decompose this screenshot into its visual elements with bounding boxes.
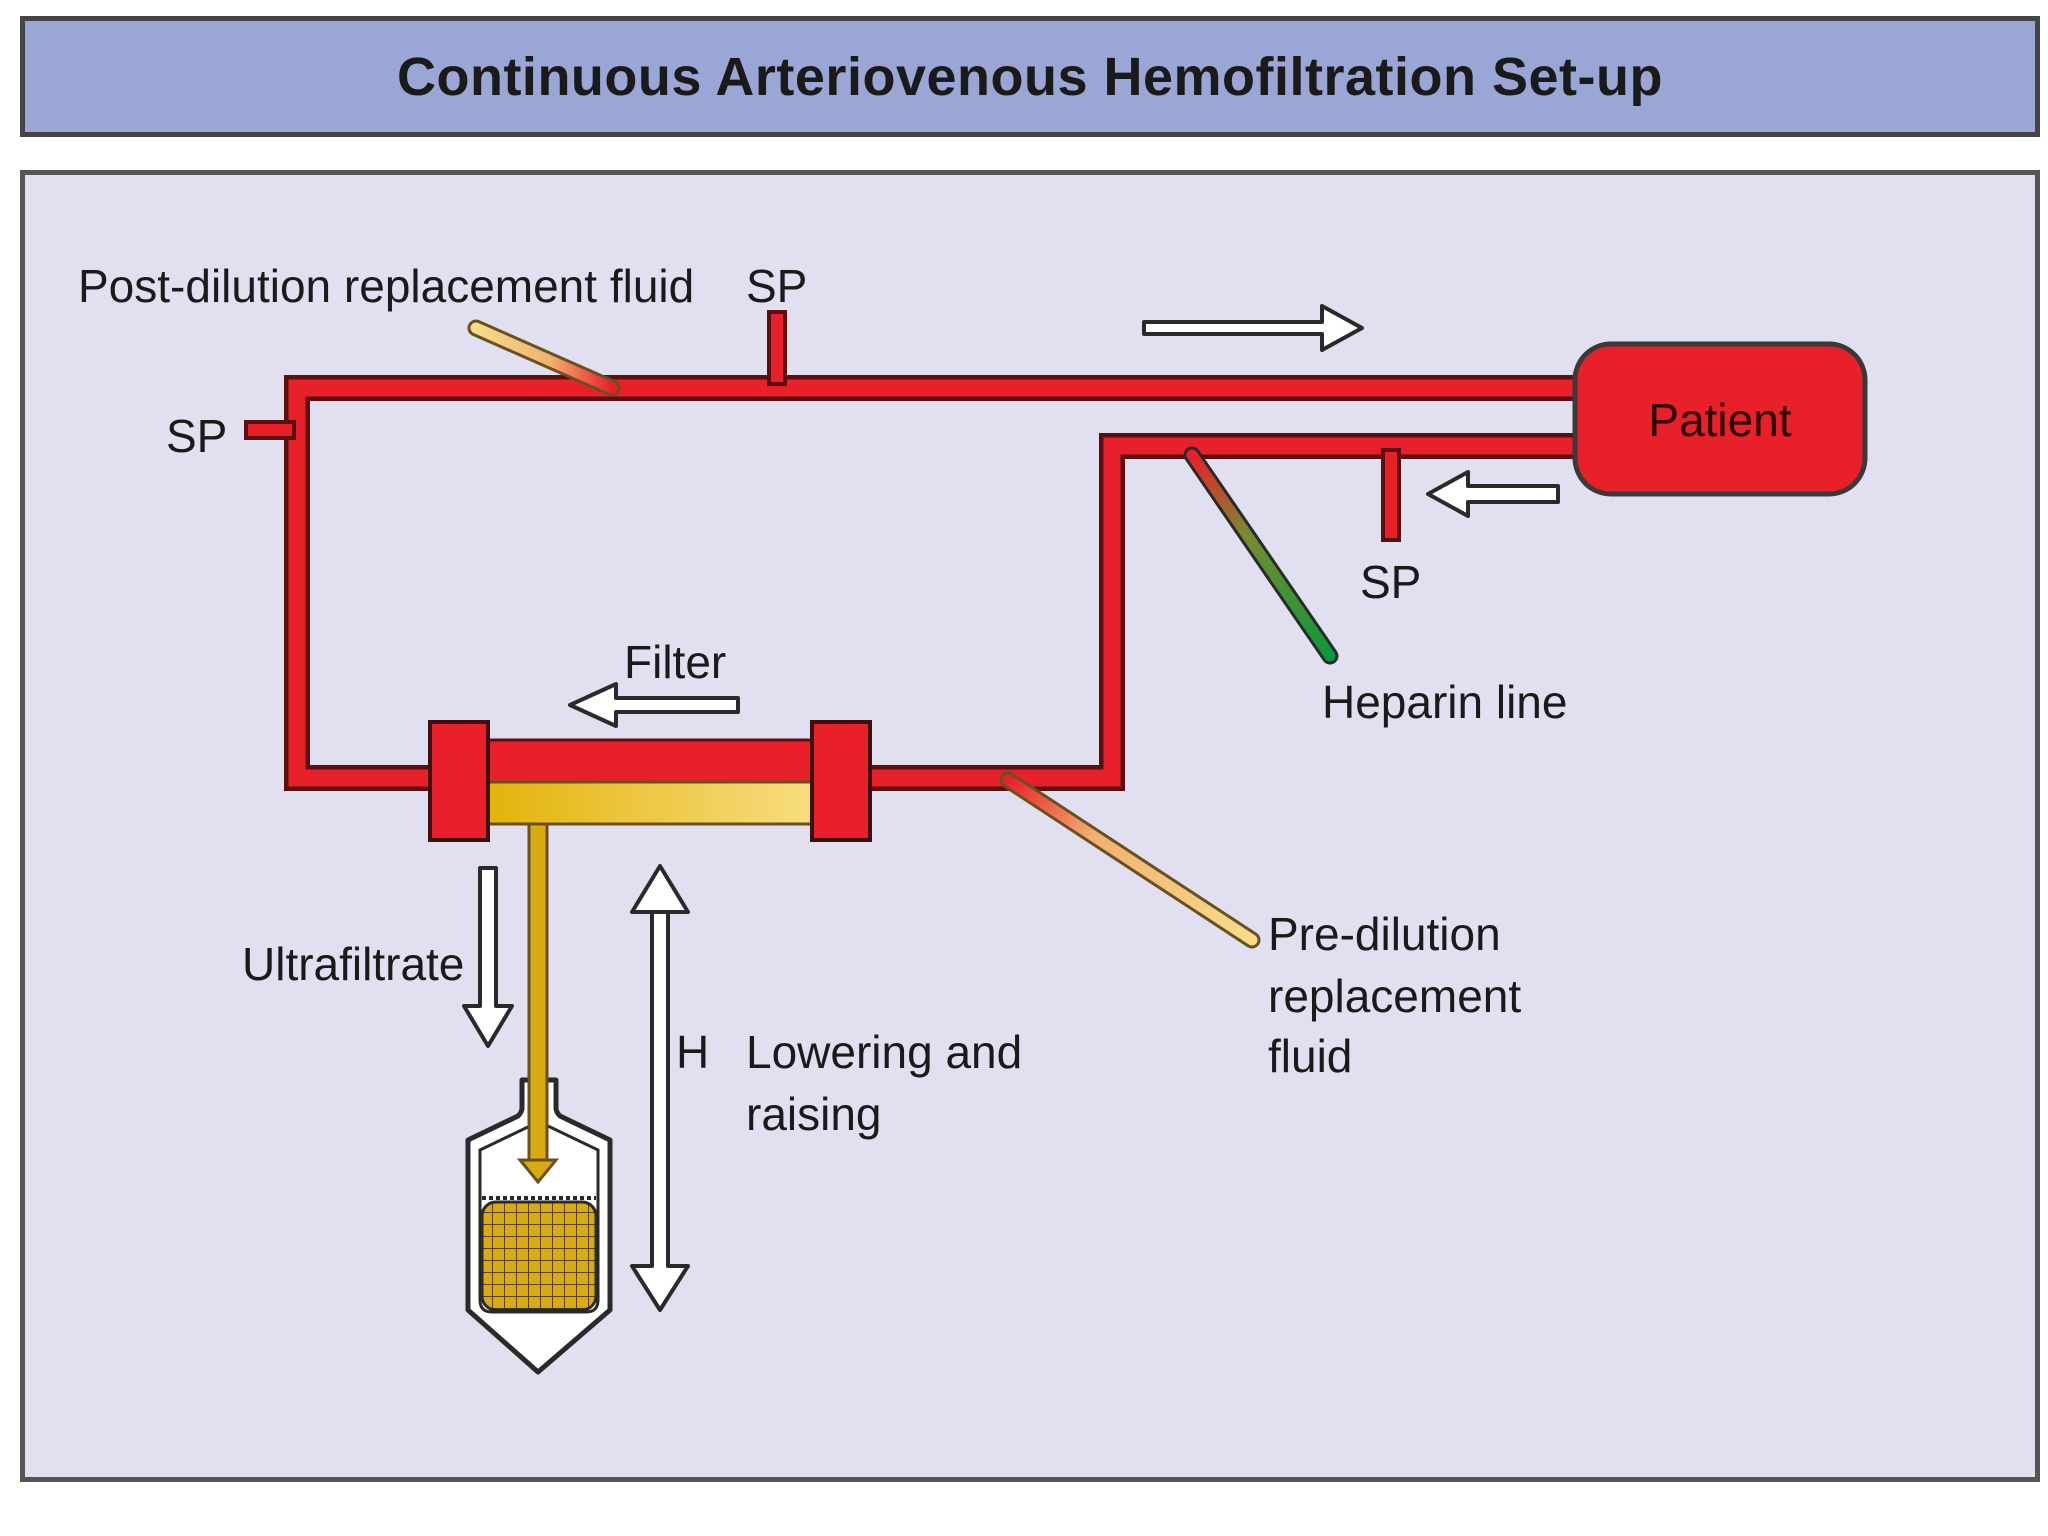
lowering-label-line2: raising [746, 1088, 882, 1140]
sp-top-label: SP [746, 260, 807, 312]
tube-return-line [288, 379, 1575, 787]
sp-stub-right [1381, 448, 1401, 542]
arrow-updown-icon-height [630, 864, 690, 1312]
patient-label: Patient [1648, 394, 1791, 446]
filter-label: Filter [624, 636, 726, 688]
sp-stub-left [244, 420, 296, 440]
ultrafiltrate-line-tip [516, 1158, 560, 1185]
heparin-line [1186, 449, 1336, 662]
post-dilution-line [470, 322, 618, 394]
tubing [288, 379, 1575, 787]
ultrafiltrate-collected [480, 1200, 598, 1312]
diagram-title: Continuous Arteriovenous Hemofiltration … [396, 46, 1663, 107]
h-label: H [676, 1026, 709, 1078]
filter-right-cap [810, 720, 872, 842]
sp-left-label: SP [166, 410, 227, 462]
arrow-left-icon-patient [1426, 470, 1560, 518]
collection-bag-inner [478, 1124, 600, 1314]
filter [428, 720, 872, 842]
ultrafiltrate-line [527, 822, 549, 1166]
flow-arrows [462, 304, 1560, 1312]
title-bar: Continuous Arteriovenous Hemofiltration … [20, 16, 2040, 137]
pre-dilution-label-line2: replacement [1268, 970, 1521, 1022]
post-dilution-label: Post-dilution replacement fluid [78, 260, 694, 312]
filter-blood-chamber [486, 738, 814, 784]
arrow-left-icon-filter [568, 682, 740, 728]
pre-dilution-label-line3: fluid [1268, 1030, 1352, 1082]
heparin-label: Heparin line [1322, 676, 1567, 728]
lowering-label-line1: Lowering and [746, 1026, 1022, 1078]
pre-dilution-label-line1: Pre-dilution [1268, 908, 1501, 960]
ultrafiltrate-label: Ultrafiltrate [242, 938, 464, 990]
sp-stub-top [767, 310, 787, 386]
sp-right-label: SP [1360, 556, 1421, 608]
filter-left-cap [428, 720, 490, 842]
pre-dilution-line [1002, 774, 1258, 946]
filter-ultrafiltrate-chamber [486, 780, 814, 826]
arrow-down-icon-ultrafiltrate [462, 866, 514, 1048]
labels: Post-dilution replacement fluid SP SP SP… [78, 260, 1792, 1140]
patient-box [1572, 341, 1868, 497]
arrow-right-icon [1142, 304, 1364, 352]
sample-ports [244, 310, 1401, 542]
tube-arterial-line [864, 437, 1575, 787]
